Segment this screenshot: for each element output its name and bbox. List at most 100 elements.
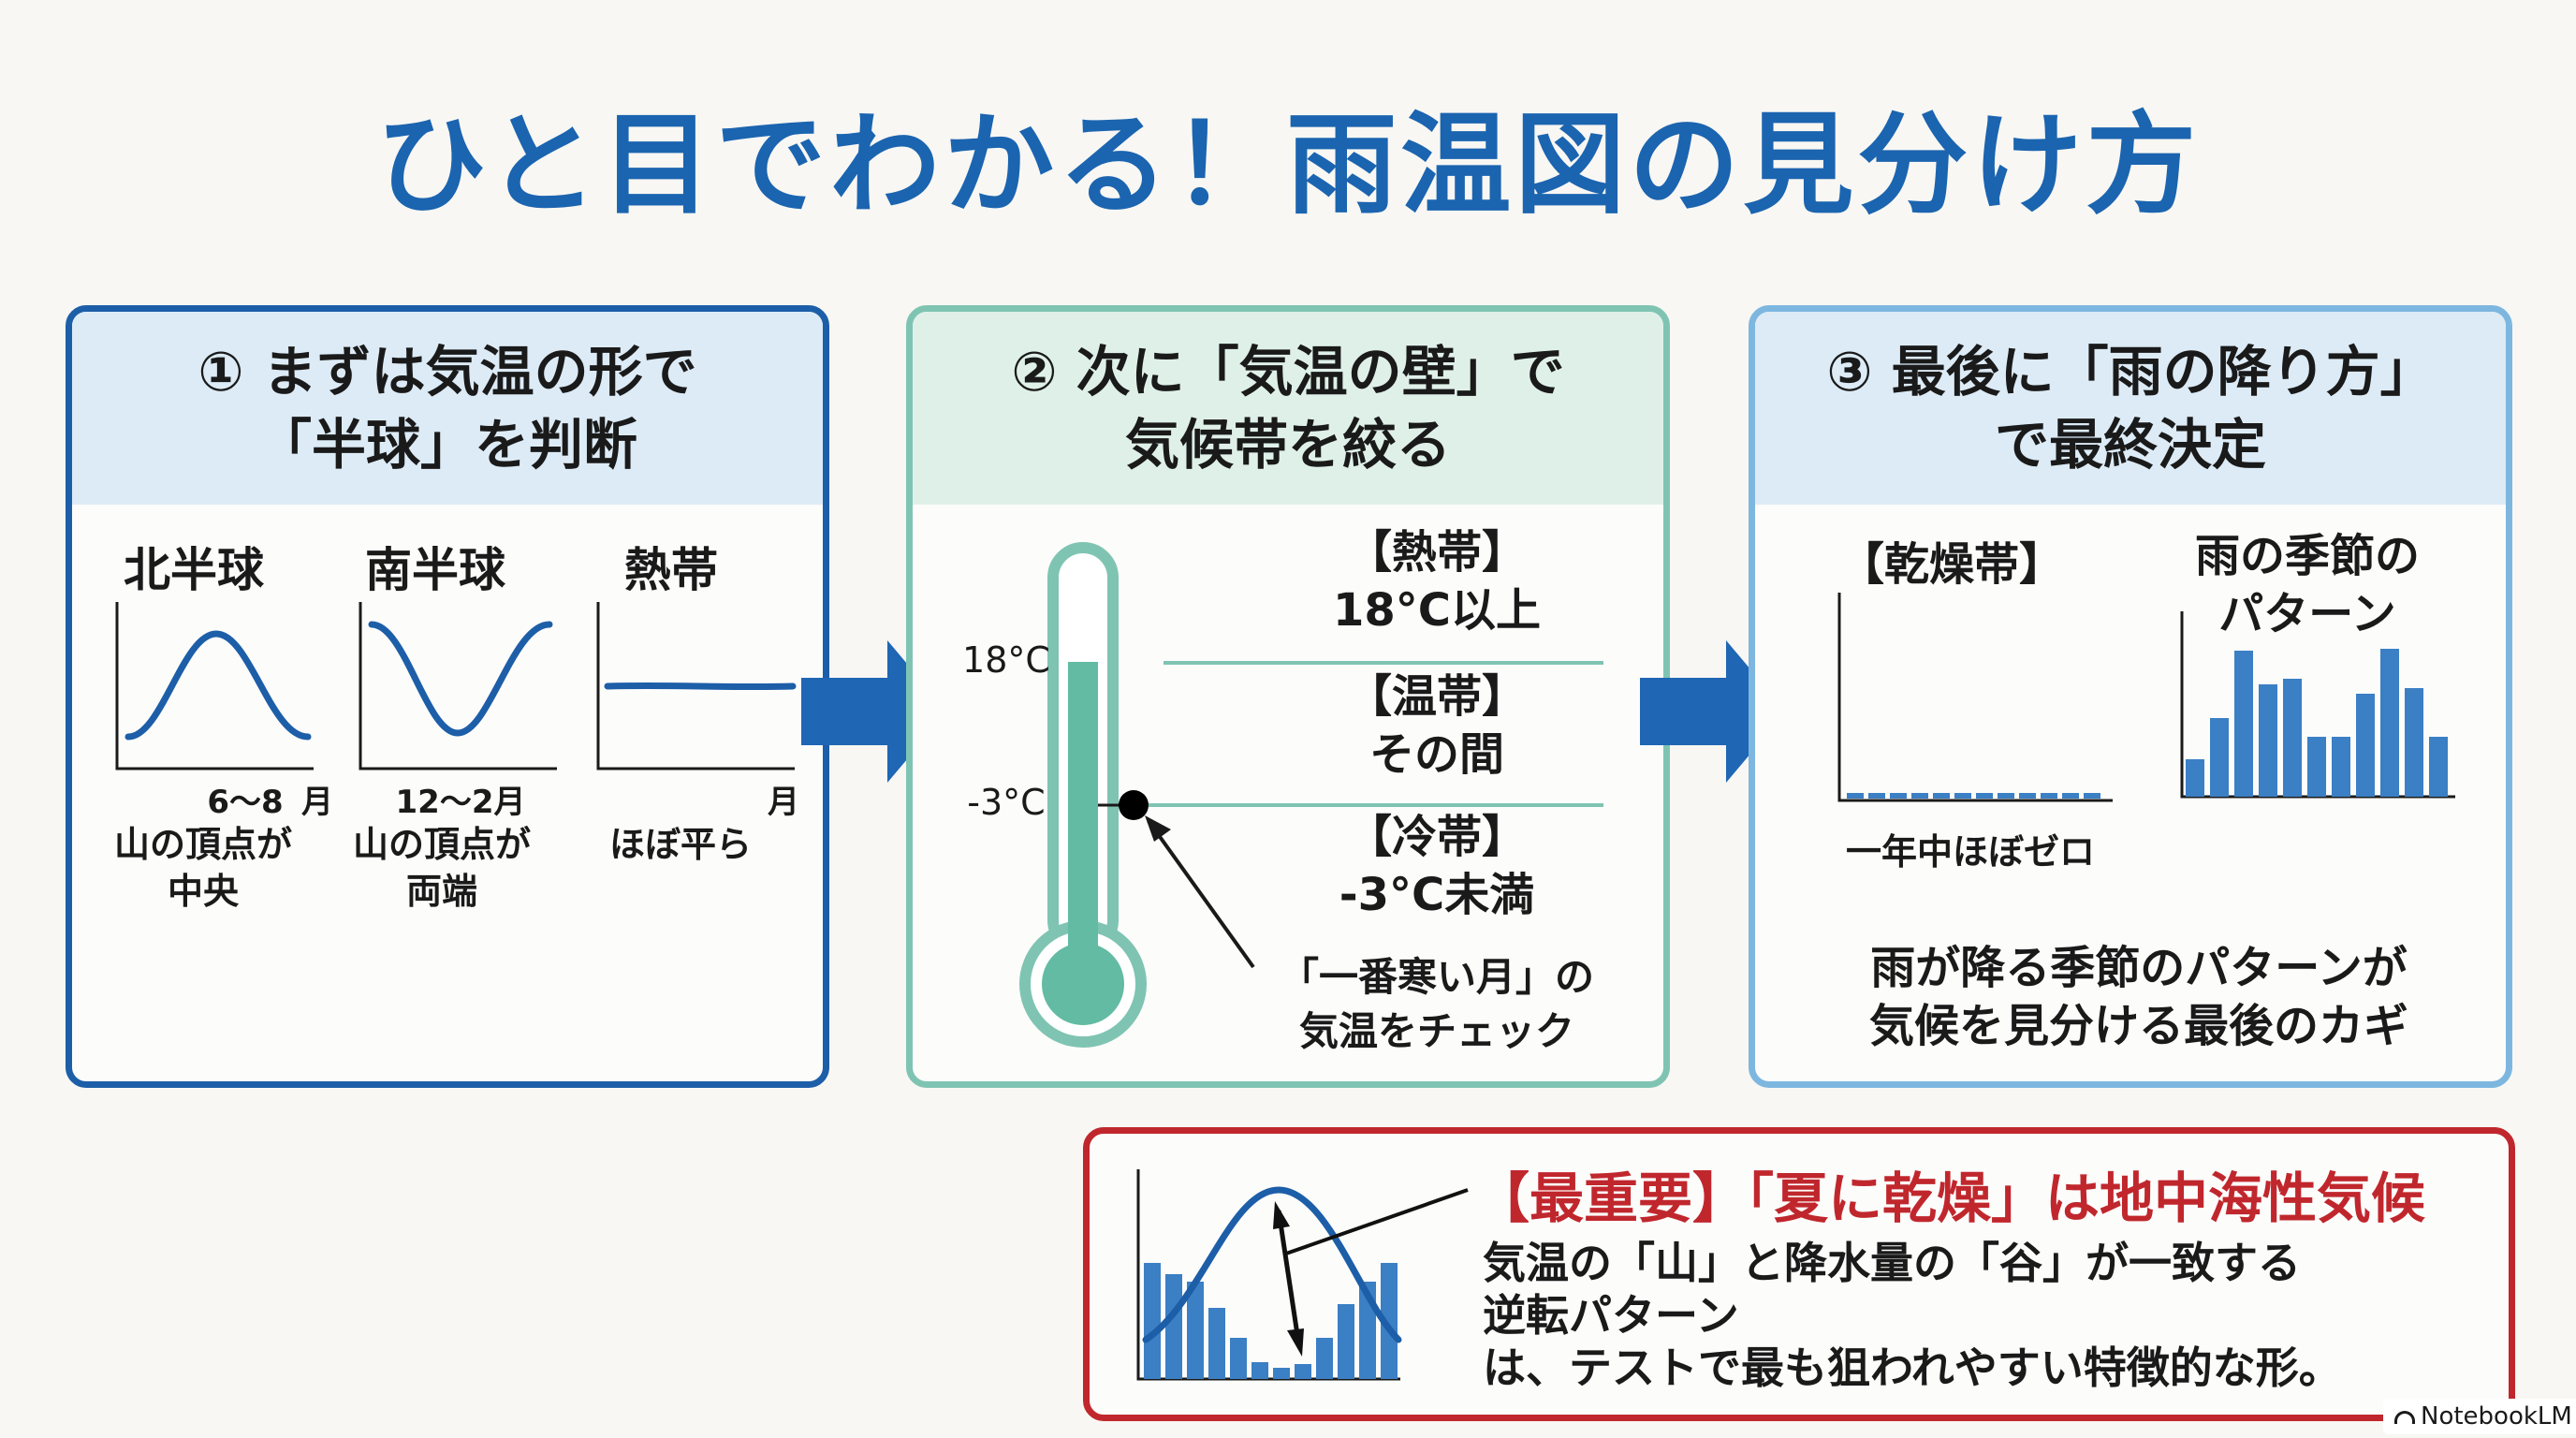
seasonal-bars bbox=[2186, 649, 2448, 797]
dry-bar-11 bbox=[2062, 793, 2079, 799]
tick-minus3c: -3°C bbox=[967, 782, 1046, 823]
seasonal-label-line1: 雨の季節の bbox=[2194, 530, 2420, 582]
south-temp-curve bbox=[368, 621, 553, 737]
panel-precipitation: ③ 最後に「雨の降り方」 で最終決定 【乾燥帯】 雨の季節の パターン 一年中ほ… bbox=[1749, 305, 2512, 1088]
zone-subarctic-desc: -3°C未満 bbox=[1339, 869, 1535, 921]
seasonal-bar-10 bbox=[2405, 688, 2423, 797]
mediterranean-bar-6 bbox=[1251, 1362, 1268, 1379]
north-desc-line1: 山の頂点が bbox=[113, 824, 292, 865]
dry-bar-12 bbox=[2084, 793, 2100, 799]
panel-hemisphere-heading-1: ① まずは気温の形で bbox=[198, 340, 697, 404]
mediterranean-chart bbox=[1136, 1169, 1469, 1381]
panel-temperature: ② 次に「気温の壁」で 気候帯を絞る 18°C -3°C 【熱帯】 18°C以上… bbox=[906, 305, 1670, 1088]
seasonal-bar-2 bbox=[2210, 718, 2229, 797]
zone-temperate-name: 【温帯】 bbox=[1346, 670, 1527, 723]
important-title: 【最重要】「夏に乾燥」は地中海性気候 bbox=[1475, 1167, 2426, 1230]
precipitation-charts bbox=[1837, 593, 2455, 802]
precipitation-summary: 雨が降る季節のパターンが 気候を見分ける最後のカギ bbox=[1793, 939, 2485, 1055]
north-chart bbox=[115, 602, 314, 770]
panel-hemisphere: ① まずは気温の形で 「半球」を判断 北半球 南半球 熱帯 6〜8 月 12〜2… bbox=[66, 305, 829, 1088]
notebooklm-logo-icon bbox=[2394, 1410, 2415, 1424]
panel-hemisphere-heading-2: 「半球」を判断 bbox=[256, 413, 637, 477]
north-desc-line2: 中央 bbox=[167, 871, 239, 912]
dry-bar-3 bbox=[1890, 793, 1907, 799]
seasonal-bar-1 bbox=[2186, 759, 2204, 797]
mediterranean-bar-12 bbox=[1381, 1263, 1398, 1379]
tick-18c: 18°C bbox=[962, 639, 1050, 681]
seasonal-label: 雨の季節の パターン bbox=[2139, 527, 2476, 643]
panel-precipitation-header: ③ 最後に「雨の降り方」 で最終決定 bbox=[1755, 312, 2506, 505]
dry-bar-4 bbox=[1911, 793, 1928, 799]
important-body-line1: 気温の「山」と降水量の「谷」が一致する bbox=[1483, 1238, 2301, 1288]
important-body-line2: 逆転パターン bbox=[1483, 1290, 1739, 1341]
seasonal-bar-8 bbox=[2356, 694, 2375, 797]
mediterranean-bar-4 bbox=[1208, 1308, 1225, 1379]
double-arrow-down-icon bbox=[1287, 1328, 1304, 1357]
north-month-unit: 月 bbox=[301, 784, 333, 821]
double-arrow-up-icon bbox=[1273, 1201, 1290, 1229]
panel-precipitation-heading-2: で最終決定 bbox=[1994, 413, 2266, 477]
notebooklm-badge: NotebookLM bbox=[2383, 1399, 2576, 1434]
seasonal-bar-9 bbox=[2380, 649, 2399, 797]
dry-bar-1 bbox=[1847, 793, 1864, 799]
zone-tropical-name: 【熱帯】 bbox=[1346, 526, 1527, 579]
zone-temperate-desc: その間 bbox=[1368, 728, 1504, 781]
double-arrow-line bbox=[1276, 1210, 1302, 1348]
precipitation-summary-line2: 気候を見分ける最後のカギ bbox=[1868, 1000, 2408, 1052]
seasonal-bar-11 bbox=[2429, 737, 2448, 797]
coldest-month-note: 「一番寒い月」の 気温をチェック bbox=[1231, 950, 1643, 1059]
pointer-arrow-line bbox=[1147, 819, 1255, 969]
mediterranean-temp-curve bbox=[1142, 1186, 1402, 1343]
dry-bar-8 bbox=[1998, 793, 2014, 799]
thermometer-icon bbox=[1019, 542, 1147, 1048]
south-label: 南半球 bbox=[365, 543, 505, 597]
dry-zone-label: 【乾燥帯】 bbox=[1838, 538, 2064, 591]
dry-bar-7 bbox=[1976, 793, 1993, 799]
pointer-arrowhead-icon bbox=[1145, 815, 1171, 842]
important-body-line3: は、テストで最も狙われやすい特徴的な形。 bbox=[1483, 1343, 2342, 1393]
seasonal-bar-5 bbox=[2283, 679, 2302, 797]
north-temp-curve bbox=[124, 630, 312, 741]
panel-temperature-header: ② 次に「気温の壁」で 気候帯を絞る bbox=[913, 312, 1663, 505]
seasonal-bar-3 bbox=[2234, 651, 2253, 797]
mediterranean-bar-3 bbox=[1187, 1282, 1204, 1379]
important-body: 気温の「山」と降水量の「谷」が一致する 逆転パターン は、テストで最も狙われやす… bbox=[1483, 1237, 2342, 1394]
important-callout: 【最重要】「夏に乾燥」は地中海性気候 気温の「山」と降水量の「谷」が一致する 逆… bbox=[1083, 1127, 2515, 1421]
zone-tropical-desc: 18°C以上 bbox=[1332, 584, 1542, 637]
south-desc-line2: 両端 bbox=[405, 871, 477, 912]
south-chart bbox=[359, 602, 557, 770]
mediterranean-bar-2 bbox=[1165, 1274, 1182, 1379]
tropic-chart bbox=[596, 602, 797, 770]
hemisphere-curves bbox=[115, 602, 797, 770]
panel-hemisphere-header: ① まずは気温の形で 「半球」を判断 bbox=[72, 312, 823, 505]
dry-bar-10 bbox=[2041, 793, 2057, 799]
zone-subarctic: 【冷帯】 -3°C未満 bbox=[1287, 808, 1587, 924]
north-desc: 山の頂点が 中央 bbox=[91, 821, 315, 915]
notebooklm-badge-text: NotebookLM bbox=[2421, 1402, 2572, 1431]
dry-bar-9 bbox=[2019, 793, 2036, 799]
mediterranean-bar-1 bbox=[1144, 1263, 1161, 1379]
dry-bar-6 bbox=[1954, 793, 1971, 799]
dry-zone-caption: 一年中ほぼゼロ bbox=[1845, 831, 2095, 873]
panel-precipitation-heading-1: ③ 最後に「雨の降り方」 bbox=[1826, 340, 2435, 404]
panel-temperature-heading-1: ② 次に「気温の壁」で bbox=[1011, 340, 1565, 404]
mediterranean-bar-10 bbox=[1338, 1304, 1354, 1379]
tropic-label: 熱帯 bbox=[624, 543, 718, 597]
marker-dot bbox=[1119, 790, 1149, 820]
zone-subarctic-name: 【冷帯】 bbox=[1346, 811, 1527, 863]
precipitation-summary-line1: 雨が降る季節のパターンが bbox=[1870, 942, 2408, 994]
mediterranean-bar-5 bbox=[1230, 1338, 1247, 1379]
south-desc: 山の頂点が 両端 bbox=[329, 821, 554, 915]
zone-temperate: 【温帯】 その間 bbox=[1287, 668, 1587, 784]
callout-pointer-line bbox=[1285, 1188, 1469, 1255]
dry-bar-5 bbox=[1933, 793, 1950, 799]
mediterranean-bar-7 bbox=[1273, 1368, 1290, 1379]
mediterranean-bar-9 bbox=[1316, 1338, 1333, 1379]
dry-bar-2 bbox=[1868, 793, 1885, 799]
thermometer-diagram bbox=[1019, 542, 1603, 1048]
seasonal-label-line2: パターン bbox=[2218, 588, 2396, 640]
panel-temperature-heading-2: 気候帯を絞る bbox=[1124, 413, 1451, 477]
south-desc-line1: 山の頂点が bbox=[352, 824, 531, 865]
tropic-temp-curve bbox=[604, 682, 797, 691]
coldest-month-note-line1: 「一番寒い月」の bbox=[1279, 954, 1594, 1000]
